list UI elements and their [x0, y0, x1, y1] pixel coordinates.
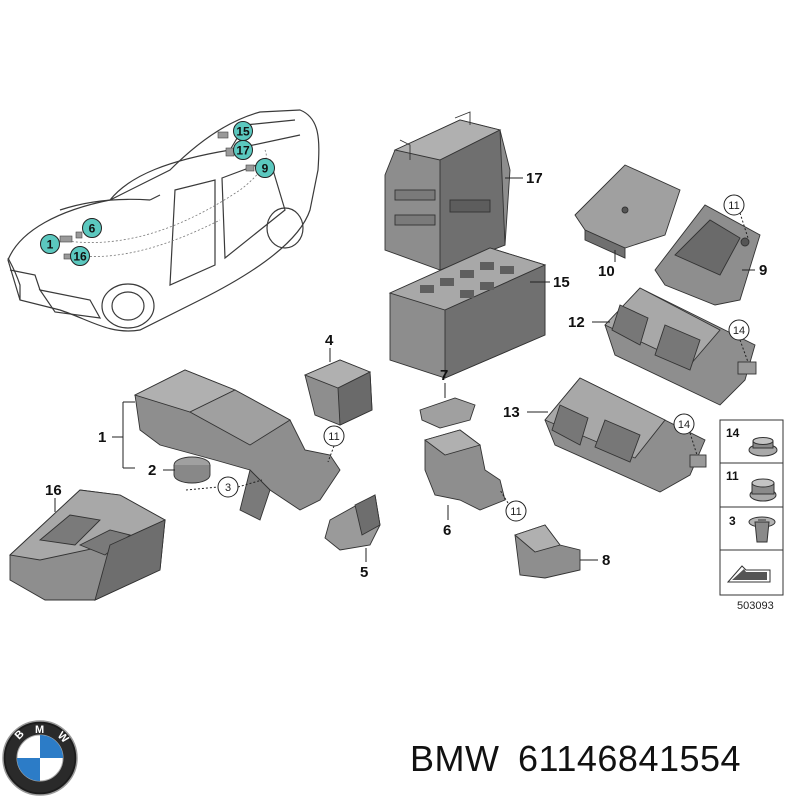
svg-text:11: 11 — [328, 431, 339, 443]
part-7 — [419, 397, 476, 429]
car-components — [59, 131, 255, 260]
part-1 — [133, 369, 341, 521]
car-marker-17: 17 — [233, 140, 253, 160]
flange-nut-icon — [748, 437, 778, 457]
arrow-reference-icon — [726, 565, 771, 583]
svg-text:16: 16 — [73, 250, 87, 264]
part-2 — [173, 456, 211, 484]
car-outline — [7, 109, 320, 332]
part-17 — [384, 111, 511, 271]
part-16 — [9, 489, 166, 601]
car-marker-1: 1 — [40, 234, 60, 254]
part-8 — [514, 524, 581, 579]
hex-nut-icon — [749, 478, 777, 502]
circled-ref-14-mid: 14 — [728, 319, 750, 363]
svg-text:3: 3 — [225, 482, 231, 494]
legend-label-11: 11 — [726, 469, 739, 483]
svg-text:14: 14 — [733, 325, 745, 337]
label-8: 8 — [602, 552, 610, 569]
car-marker-15: 15 — [233, 121, 253, 141]
part-5 — [324, 494, 381, 551]
label-16: 16 — [45, 482, 62, 499]
bmw-logo: B M W — [2, 720, 78, 796]
circled-ref-11-top: 11 — [723, 194, 749, 239]
circled-ref-11-mid: 11 — [323, 425, 345, 463]
part-4 — [303, 359, 373, 426]
legend-label-14: 14 — [726, 426, 740, 440]
circled-ref-11-low: 11 — [499, 489, 527, 522]
label-5: 5 — [360, 564, 368, 581]
svg-text:15: 15 — [236, 125, 250, 139]
label-17: 17 — [526, 170, 543, 187]
part-9 — [654, 204, 761, 306]
label-13: 13 — [503, 404, 520, 421]
part-15 — [388, 247, 547, 379]
part-caption: BMW 61146841554 — [410, 738, 741, 780]
diagram-number: 503093 — [737, 600, 774, 612]
label-6: 6 — [443, 522, 451, 539]
part-10 — [574, 164, 681, 259]
fastener-legend: 14 11 3 503093 — [719, 419, 784, 612]
label-4: 4 — [325, 332, 334, 349]
brand-name: BMW — [410, 738, 500, 779]
legend-label-3: 3 — [729, 514, 736, 528]
part-13 — [544, 377, 707, 493]
circled-ref-3: 3 — [185, 476, 263, 498]
svg-text:1: 1 — [47, 238, 54, 252]
label-12: 12 — [568, 314, 585, 331]
car-marker-9: 9 — [255, 158, 275, 178]
svg-text:17: 17 — [236, 144, 250, 158]
circled-ref-14-low: 14 — [673, 413, 698, 456]
part-12 — [604, 287, 757, 406]
svg-text:9: 9 — [262, 162, 269, 176]
part-number: 61146841554 — [518, 738, 742, 779]
torx-bolt-icon — [748, 516, 776, 543]
svg-text:11: 11 — [510, 506, 521, 518]
svg-text:M: M — [35, 724, 44, 736]
car-marker-16: 16 — [70, 246, 90, 266]
part-6 — [424, 429, 506, 511]
car-marker-6: 6 — [82, 218, 102, 238]
label-2: 2 — [148, 462, 156, 479]
label-7: 7 — [440, 367, 448, 384]
svg-text:6: 6 — [89, 222, 96, 236]
svg-text:11: 11 — [728, 200, 739, 212]
label-9: 9 — [759, 262, 767, 279]
label-1: 1 — [98, 429, 106, 446]
label-15: 15 — [553, 274, 570, 291]
label-10: 10 — [598, 263, 615, 280]
svg-text:14: 14 — [678, 419, 690, 431]
